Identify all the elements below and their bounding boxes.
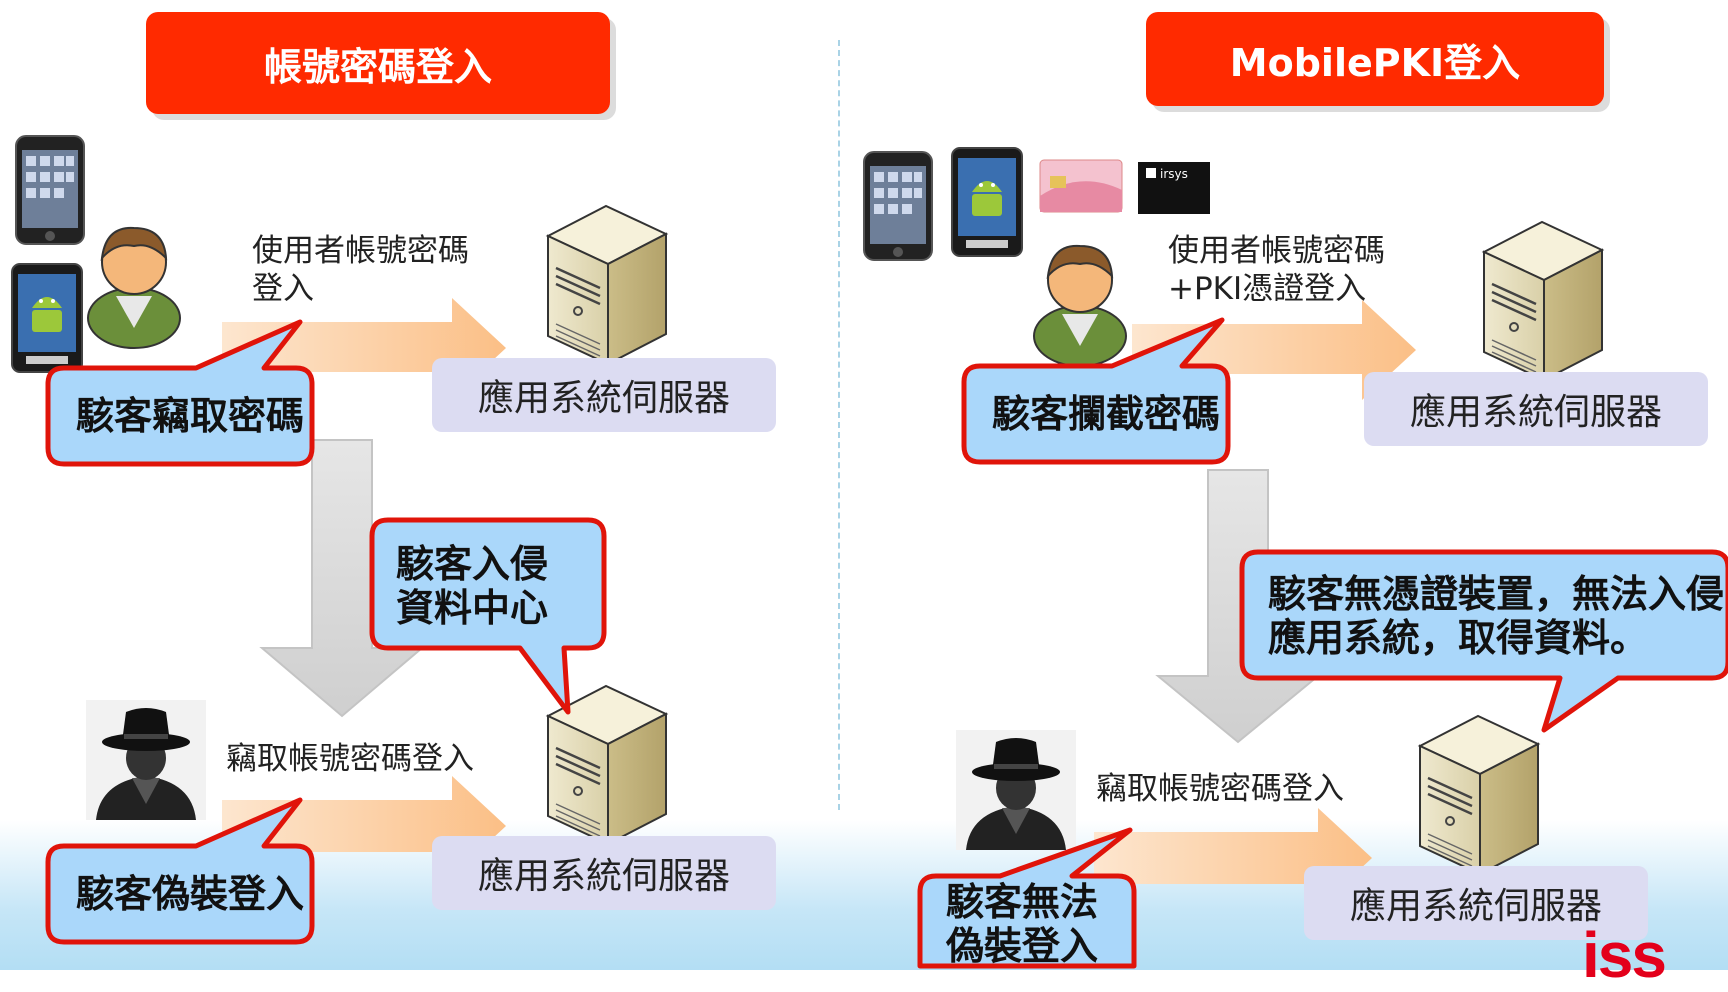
- iphone-icon-right: [863, 151, 933, 261]
- hacker-icon-right: [956, 730, 1076, 850]
- label-user-login-right: 使用者帳號密碼 +PKI憑證登入: [1168, 233, 1385, 307]
- user-icon-left: [87, 226, 181, 349]
- callout-text-steal: 駭客竊取密碼: [76, 394, 305, 438]
- company-logo: iss: [1582, 919, 1667, 991]
- title-password-login: 帳號密碼登入: [146, 12, 610, 114]
- server-label-bottom-left: 應用系統伺服器: [432, 836, 776, 910]
- callout-shape-intrude: [369, 517, 607, 715]
- login-arrow-bottom-right: [1094, 808, 1372, 908]
- callout-text-disguise: 駭客偽裝登入: [76, 872, 305, 916]
- svg-text:irsys: irsys: [1160, 167, 1188, 181]
- android-phone-icon-right: [951, 147, 1023, 257]
- user-icon-right: [1033, 244, 1127, 367]
- callout-text-intrude: 駭客入侵 資料中心: [396, 542, 549, 630]
- callout-text-intercept: 駭客攔截密碼: [992, 392, 1221, 436]
- callout-text-nodevice: 駭客無憑證裝置，無法入侵 應用系統，取得資料。: [1268, 572, 1725, 660]
- server-label-bottom-right: 應用系統伺服器: [1304, 866, 1648, 940]
- label-user-login-left: 使用者帳號密碼 登入: [252, 233, 469, 307]
- callout-shape-intercept: [961, 317, 1231, 465]
- label-stolen-login-left: 竊取帳號密碼登入: [226, 741, 474, 777]
- server-label-top-right: 應用系統伺服器: [1364, 372, 1708, 446]
- title-mobilepki-login: MobilePKI登入: [1146, 12, 1604, 106]
- callout-shape-disguise: [45, 797, 315, 945]
- login-arrow-top-right: [1132, 300, 1416, 400]
- callout-shape-cannot: [917, 827, 1137, 969]
- android-phone-icon-left: [11, 263, 83, 373]
- smart-card-icon: [1039, 159, 1123, 213]
- down-arrow-right: [1155, 469, 1321, 744]
- server-label-top-left: 應用系統伺服器: [432, 358, 776, 432]
- label-stolen-login-right: 竊取帳號密碼登入: [1096, 771, 1344, 807]
- server-icon-top-left: [546, 204, 668, 366]
- server-icon-top-right: [1482, 220, 1604, 382]
- server-icon-bottom-right: [1418, 714, 1540, 876]
- callout-text-cannot: 駭客無法 偽裝登入: [946, 880, 1099, 968]
- diagram-graphics: irsys: [11, 135, 1728, 969]
- callout-shape-steal: [45, 319, 315, 467]
- callout-shape-nodevice: [1239, 549, 1728, 733]
- down-arrow-left: [259, 439, 425, 718]
- hacker-icon-left: [86, 700, 206, 820]
- iphone-icon-left: [15, 135, 85, 245]
- section-divider: [838, 40, 840, 810]
- sd-card-icon: irsys: [1138, 162, 1210, 214]
